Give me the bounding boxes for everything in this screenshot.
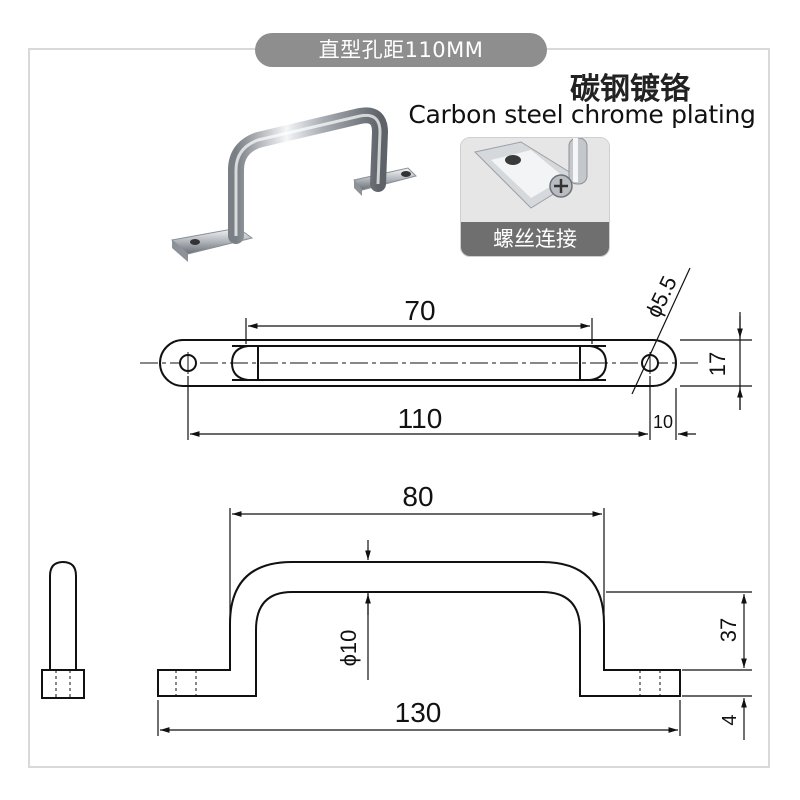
front-dim-rise: 37: [716, 618, 741, 642]
material-title-en: Carbon steel chrome plating: [408, 100, 756, 129]
screw-connection-inset: 螺丝连接: [460, 137, 610, 257]
side-view: [41, 560, 85, 699]
screw-connection-caption: 螺丝连接: [461, 222, 609, 256]
hole-spacing-pill: 直型孔距110MM: [255, 33, 547, 67]
top-dim-hole: ϕ5.5: [641, 272, 682, 322]
top-dim-offset: 10: [653, 412, 673, 432]
front-dim-bar: ϕ10: [336, 630, 361, 667]
top-dim-height: 17: [705, 352, 730, 376]
front-view: [157, 561, 681, 697]
screw-closeup-image: [461, 138, 609, 222]
front-dim-inner: 80: [402, 481, 433, 512]
material-title-cn: 碳钢镀铬: [570, 72, 690, 107]
front-dim-total: 130: [395, 697, 442, 728]
top-view: [140, 339, 700, 387]
top-dim-inner: 70: [404, 295, 435, 326]
front-dim-base: 4: [719, 714, 741, 725]
top-dim-total: 110: [398, 403, 443, 434]
